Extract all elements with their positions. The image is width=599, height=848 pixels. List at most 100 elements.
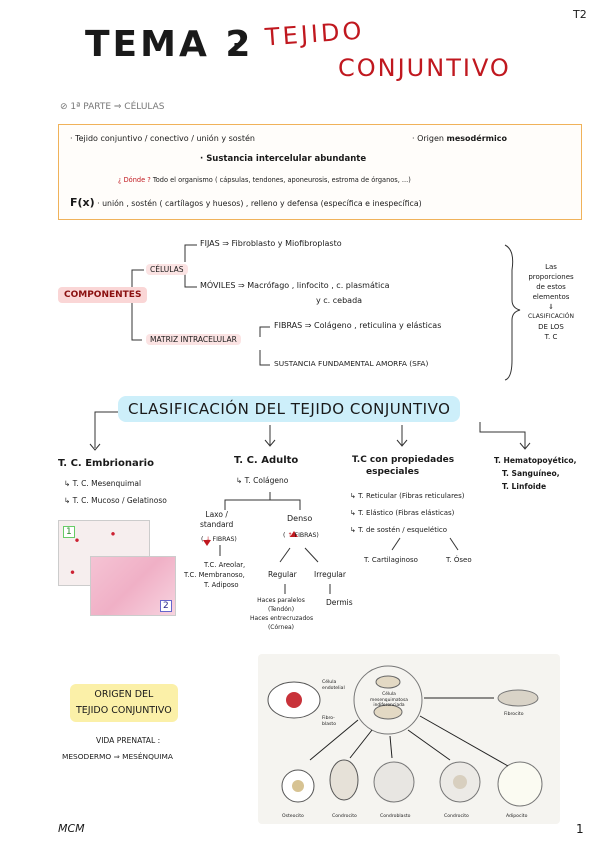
propiedades-item: ↳ T. de sostén / esquelético xyxy=(350,526,448,534)
diagram-bottom-label: Adipocito xyxy=(506,814,528,819)
moviles-text-2: y c. cebada xyxy=(316,296,363,305)
embrionario-title: T. C. Embrionario xyxy=(58,458,154,469)
sustancia-text: SUSTANCIA FUNDAMENTAL AMORFA (SFA) xyxy=(274,359,429,368)
diagram-label-fibroblasto: Fibro- blasto xyxy=(322,716,336,728)
laxo-label: Laxo / standard xyxy=(200,510,233,530)
propiedades-item: ↳ T. Elástico (Fibras elásticas) xyxy=(350,509,455,517)
side-note-line: elementos xyxy=(532,293,570,301)
moviles-text: MÓVILES ⇒ Macrófago , linfocito , c. pla… xyxy=(200,281,390,290)
donde-question: ¿ Dónde ? xyxy=(118,176,151,184)
vida-prenatal: VIDA PRENATAL : xyxy=(96,736,161,745)
clasificacion-title: CLASIFICACIÓN DEL TEJIDO CONJUNTIVO xyxy=(118,396,461,422)
propiedades-items: ↳ T. Reticular (Fibras reticulares) ↳ T.… xyxy=(350,488,464,539)
diagram-label-line: blasto xyxy=(322,722,337,727)
parte-label: ⊘ 1ª PARTE ⇒ CÉLULAS xyxy=(60,102,165,112)
intro-line1-right: · Origen mesodérmico xyxy=(412,134,507,143)
oseo-label: T. Óseo xyxy=(446,556,472,564)
laxo-fibras-text: FIBRAS xyxy=(212,536,235,543)
tema-colon: : xyxy=(232,36,241,61)
side-note-line: T. C xyxy=(544,333,558,341)
intro-line4: F(x) · unión , sostén ( cartílagos y hue… xyxy=(70,196,422,209)
irregular-label: Irregular xyxy=(314,570,346,579)
hematopoyetico-item: T. Linfoide xyxy=(502,482,547,491)
diagram-label-line: Fibro- xyxy=(322,716,335,721)
regular-item: Haces paralelos xyxy=(257,597,305,604)
intro-line2: · Sustancia intercelular abundante xyxy=(200,154,367,164)
diagram-label-line: indiferenciada xyxy=(373,703,405,708)
origen-title-line: TEJIDO CONJUNTIVO xyxy=(76,705,172,716)
propiedades-item: ↳ T. Reticular (Fibras reticulares) xyxy=(350,492,465,500)
diagram-label-line: Célula xyxy=(382,692,396,697)
origen-prefix: · Origen xyxy=(412,134,444,143)
denso-fibras-text: FIBRAS xyxy=(294,532,317,539)
intro-line1: · Tejido conjuntivo / conectivo / unión … xyxy=(70,134,255,143)
panel-1-label: 1 xyxy=(63,526,75,538)
origen-title-line: ORIGEN DEL xyxy=(94,689,154,700)
fx-label: F(x) xyxy=(70,196,95,209)
origen-value: mesodérmico xyxy=(446,134,507,143)
parte-text: 1ª PARTE ⇒ CÉLULAS xyxy=(70,102,165,112)
diagram-label-line: Célula xyxy=(322,680,337,685)
laxo-line: Laxo / xyxy=(205,510,228,519)
embrionario-item: ↳ T. C. Mesenquimal xyxy=(64,479,142,488)
regular-item: Haces entrecruzados xyxy=(250,615,314,622)
tema-label: TEMA 2 xyxy=(85,24,254,65)
regular-items: Haces paralelos (Tendón) Haces entrecruz… xyxy=(250,596,314,632)
panel-2-label: 2 xyxy=(160,600,172,612)
propiedades-title: T.C con propiedades especiales xyxy=(352,454,454,478)
side-note-line: Las xyxy=(545,263,557,271)
fibras-text: FIBRAS ⇒ Colágeno , reticulina y elástic… xyxy=(274,321,442,330)
side-note-line: ⇓ xyxy=(548,303,554,311)
componentes-label: COMPONENTES xyxy=(58,287,148,303)
side-note-line: CLASIFICACIÓN xyxy=(528,313,574,320)
corner-tag: T2 xyxy=(573,8,587,21)
laxo-items: T.C. Areolar, T.C. Membranoso, T. Adipos… xyxy=(184,560,245,590)
laxo-item: T. Adiposo xyxy=(204,581,239,589)
hematopoyetico-list: T. Hematopoyético, T. Sanguíneo, T. Linf… xyxy=(494,454,577,493)
diagram-label-line: mesenquimatosa xyxy=(370,697,408,703)
diagram-label-mesenquimal: Célula mesenquimatosa indiferenciada xyxy=(370,692,408,709)
side-note-line: de estos xyxy=(536,283,566,291)
page-number: 1 xyxy=(576,822,584,836)
hematopoyetico-item: T. Hematopoyético, xyxy=(494,456,577,465)
fx-text: · unión , sostén ( cartílagos y huesos) … xyxy=(97,199,422,208)
diagram-bottom-label: Condroblasto xyxy=(380,814,411,819)
diagram-bottom-label: Condrocito xyxy=(444,814,469,819)
diagram-bottom-label: Condrocito xyxy=(332,814,357,819)
diagram-label-fibrocito: Fibrocito xyxy=(504,712,524,717)
laxo-line: standard xyxy=(200,520,234,529)
denso-fibras: ( ↑ FIBRAS) xyxy=(283,532,319,539)
adulto-sub: ↳ T. Colágeno xyxy=(236,476,289,485)
adulto-title: T. C. Adulto xyxy=(234,455,299,466)
diagram-bottom-label: Osteocito xyxy=(282,814,304,819)
parte-marker: ⊘ xyxy=(60,102,68,112)
side-note-line: DE LOS xyxy=(538,323,564,331)
page-title-line2: CONJUNTIVO xyxy=(338,54,511,82)
regular-item: (Tendón) xyxy=(267,606,295,613)
side-note: Las proporciones de estos elementos ⇓ CL… xyxy=(520,262,582,342)
diagram-label-line: endotelial xyxy=(322,686,345,691)
laxo-item: T.C. Membranoso, xyxy=(184,571,245,579)
propiedades-title-line: especiales xyxy=(366,467,420,477)
intro-line3: ¿ Dónde ? Todo el organismo ( cápsulas, … xyxy=(118,176,411,184)
mesodermo-text: MESODERMO ⇒ MESÉNQUIMA xyxy=(62,752,173,761)
fijas-text: FIJAS ⇒ Fibroblasto y Miofibroplasto xyxy=(200,239,342,248)
laxo-fibras: ( ↓ FIBRAS) xyxy=(201,536,237,543)
celulas-label: CÉLULAS xyxy=(146,264,188,275)
diagram-label-endotelial: Célula endotelial xyxy=(322,680,345,692)
donde-answer: Todo el organismo ( cápsulas, tendones, … xyxy=(152,176,411,184)
intro-box xyxy=(58,124,582,220)
regular-item: (Córnea) xyxy=(267,624,295,631)
embrionario-item: ↳ T. C. Mucoso / Gelatinoso xyxy=(64,496,167,505)
hematopoyetico-item: T. Sanguíneo, xyxy=(502,469,560,478)
regular-label: Regular xyxy=(268,570,297,579)
denso-label: Denso xyxy=(287,514,313,523)
origen-title: ORIGEN DEL TEJIDO CONJUNTIVO xyxy=(70,684,178,722)
propiedades-title-line: T.C con propiedades xyxy=(352,455,455,465)
dermis-label: Dermis xyxy=(326,598,353,607)
signature: MCM xyxy=(58,822,85,835)
matriz-label: MATRIZ INTRACELULAR xyxy=(146,334,241,345)
cartilaginoso-label: T. Cartilaginoso xyxy=(364,556,418,564)
